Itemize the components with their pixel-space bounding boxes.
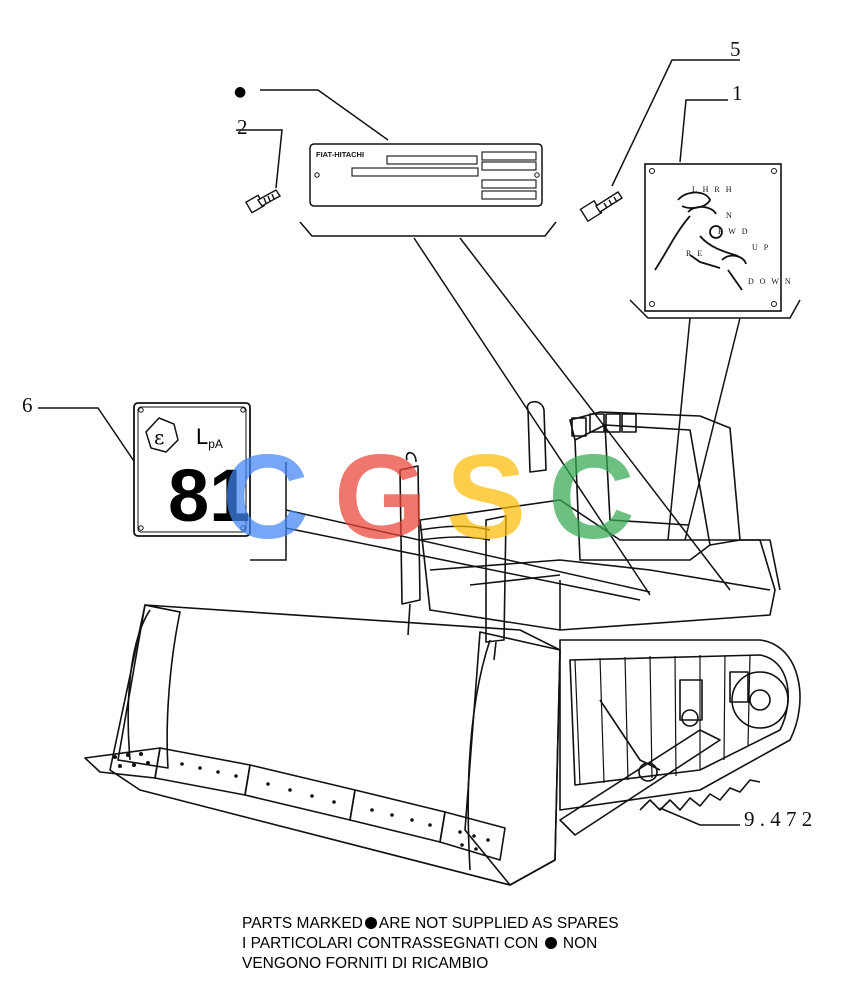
- watermark-letter-1: C: [222, 430, 309, 564]
- control-decal: L H R H N F W D R E U P D O W N: [644, 163, 793, 312]
- decal-line-5: U P: [752, 243, 770, 252]
- bullet-icon: [544, 937, 557, 949]
- callout-2: 2: [237, 115, 248, 139]
- decal-line-4: R E: [686, 249, 704, 258]
- decal-line-6: D O W N: [748, 277, 793, 286]
- cgsc-watermark: C G S C: [222, 430, 635, 564]
- figure-reference: 9 . 4 7 2: [744, 807, 812, 831]
- watermark-letter-2: G: [334, 430, 427, 564]
- screw-item-2: [244, 189, 282, 214]
- plate-brand: FIAT-HITACHI: [316, 150, 364, 159]
- plate-symbol: ε: [154, 425, 164, 449]
- ce-hexagon-icon: [145, 417, 179, 453]
- note-line-3: VENGONO FORNITI DI RICAMBIO: [242, 955, 489, 972]
- bulldozer-drawing: [84, 400, 801, 886]
- lpa-label: LpA: [196, 424, 223, 451]
- callout-5: 5: [730, 37, 741, 61]
- bullet-icon: [364, 917, 377, 929]
- screw-item-5: [579, 191, 623, 223]
- callout-bullet: ●: [234, 84, 246, 100]
- callout-1: 1: [732, 81, 743, 105]
- decal-line-2: N: [726, 211, 734, 220]
- callout-6: 6: [22, 393, 33, 417]
- fiat-hitachi-plate: FIAT-HITACHI: [309, 143, 543, 207]
- watermark-letter-4: C: [548, 430, 635, 564]
- decal-line-3: F W D: [718, 227, 750, 236]
- decal-line-1: L H R H: [692, 185, 733, 194]
- note-line-2: I PARTICOLARI CONTRASSEGNATI CON NON: [242, 935, 598, 952]
- leader-lines: [38, 59, 801, 826]
- noise-value: 81: [168, 454, 250, 537]
- watermark-letter-3: S: [446, 430, 526, 564]
- noise-level-plate: ε LpA 81: [133, 402, 251, 537]
